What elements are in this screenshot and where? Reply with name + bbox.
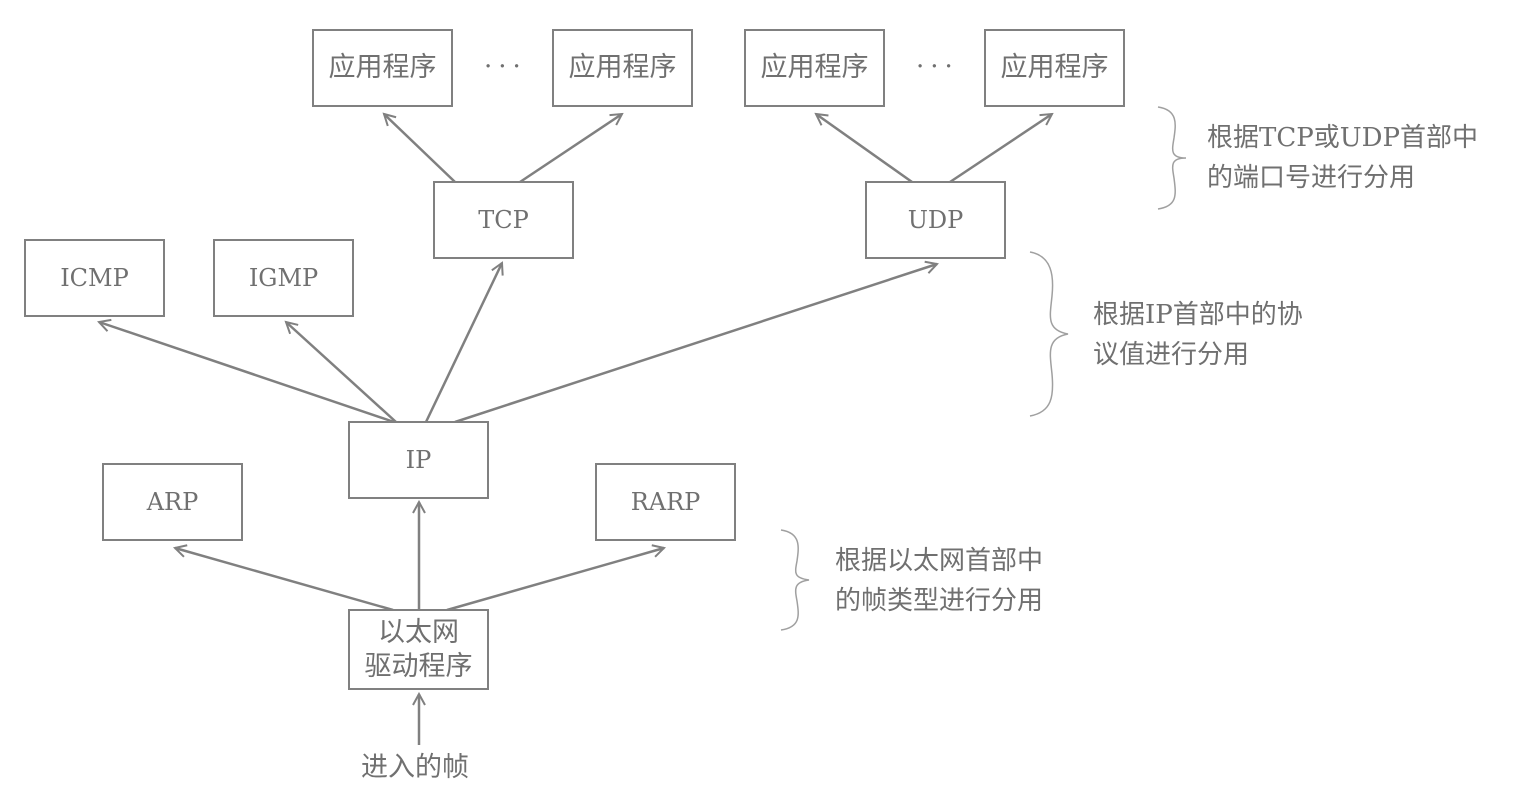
port-demux-line2: 的端口号进行分用	[1207, 163, 1416, 193]
brace-frame-demux	[780, 529, 810, 631]
incoming-frame-label: 进入的帧	[361, 752, 469, 783]
frame-demux-line2: 的帧类型进行分用	[835, 586, 1044, 616]
application-box-3: 应用程序	[744, 29, 885, 107]
application-box-4: 应用程序	[984, 29, 1125, 107]
application-box-2: 应用程序	[552, 29, 693, 107]
ethernet-driver-box: 以太网 驱动程序	[348, 609, 489, 690]
arrow-tcp-to-app2	[519, 114, 622, 184]
brace-port-demux	[1157, 106, 1187, 210]
protocol-demux-line2: 议值进行分用	[1093, 340, 1250, 370]
rarp-box: RARP	[595, 463, 736, 541]
ethernet-driver-line1: 以太网	[378, 616, 459, 648]
arrow-eth-to-rarp	[446, 548, 664, 612]
icmp-box: ICMP	[24, 239, 165, 317]
arrow-eth-to-arp	[175, 548, 394, 612]
arrow-udp-to-app4	[949, 114, 1052, 184]
arp-box: ARP	[102, 463, 243, 541]
protocol-demux-line1: 根据IP首部中的协	[1093, 300, 1303, 330]
arrow-ip-to-igmp	[286, 322, 397, 423]
arrow-ip-to-tcp	[424, 263, 502, 423]
ellipsis-right: ···	[916, 52, 959, 82]
protocol-demux-annotation: 根据IP首部中的协 议值进行分用	[1093, 295, 1303, 375]
arrow-ip-to-udp	[454, 264, 937, 424]
frame-demux-line1: 根据以太网首部中	[835, 546, 1044, 576]
igmp-box: IGMP	[213, 239, 354, 317]
ellipsis-left: ···	[484, 52, 527, 82]
port-demux-annotation: 根据TCP或UDP首部中 的端口号进行分用	[1207, 118, 1478, 198]
brace-protocol-demux	[1029, 251, 1069, 417]
udp-box: UDP	[865, 181, 1006, 259]
frame-demux-annotation: 根据以太网首部中 的帧类型进行分用	[835, 541, 1043, 621]
arrow-tcp-to-app1	[384, 114, 456, 183]
arrow-udp-to-app3	[816, 114, 913, 184]
ip-box: IP	[348, 421, 489, 499]
application-box-1: 应用程序	[312, 29, 453, 107]
ethernet-driver-line2: 驱动程序	[364, 650, 473, 682]
arrow-ip-to-icmp	[99, 322, 395, 424]
port-demux-line1: 根据TCP或UDP首部中	[1207, 123, 1478, 153]
tcp-box: TCP	[433, 181, 574, 259]
